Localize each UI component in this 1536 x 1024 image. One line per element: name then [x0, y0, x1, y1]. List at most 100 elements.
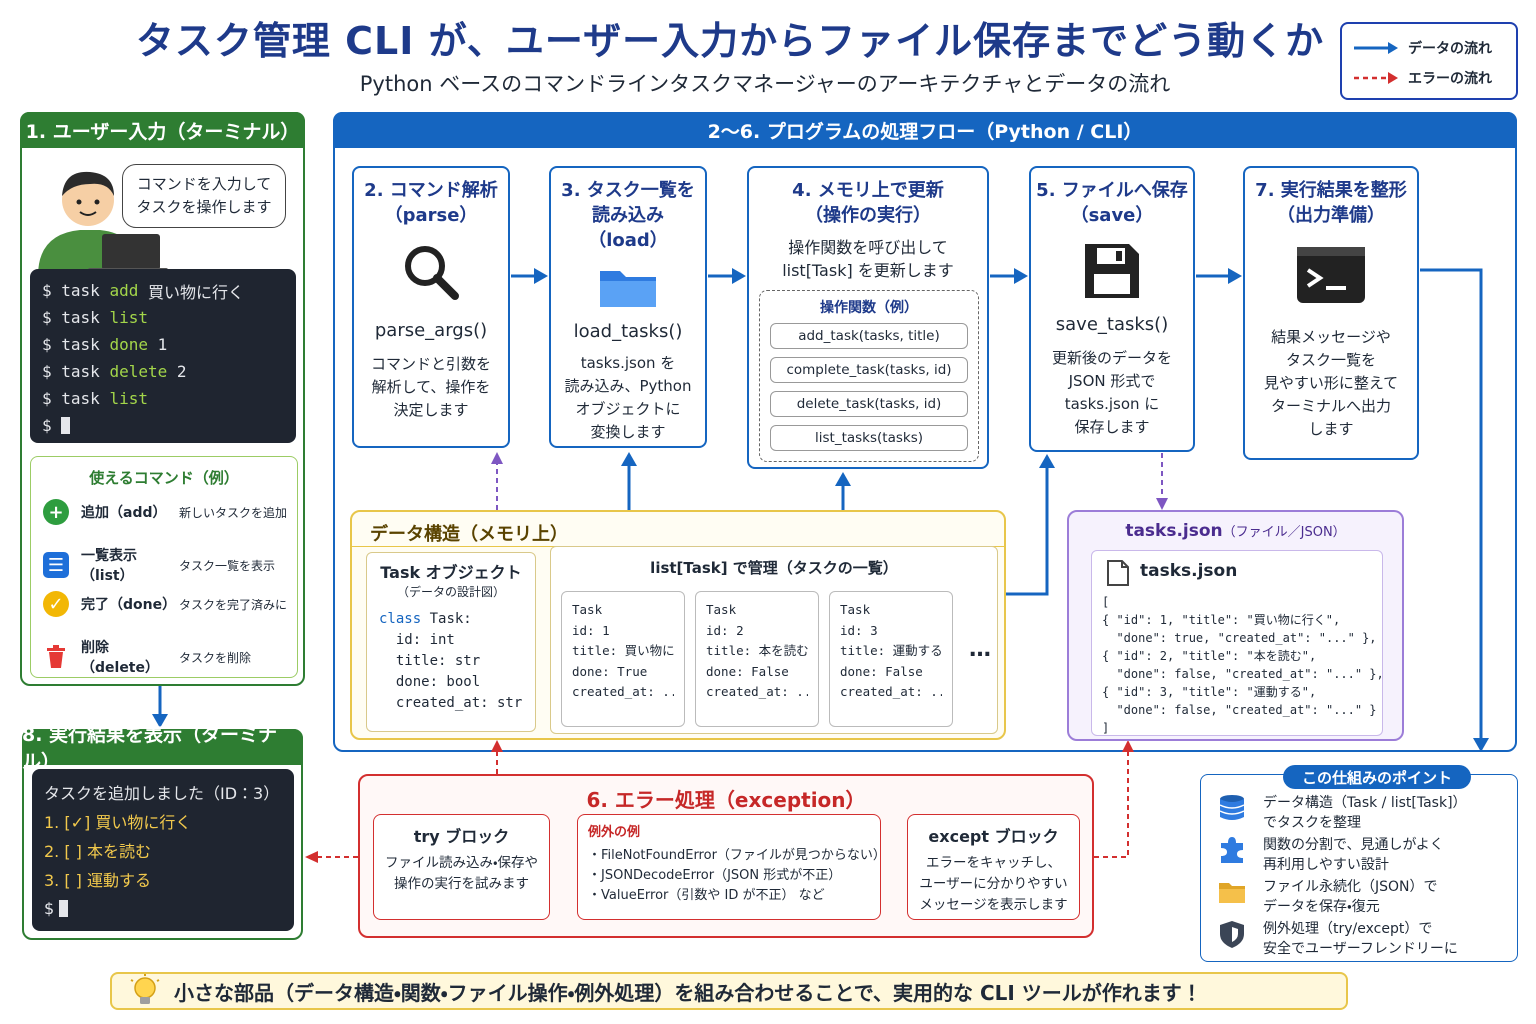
point-item: 関数の分割で、見通しがよく 再利用しやすい設計	[1217, 835, 1444, 875]
command-desc: タスクを完了済みに	[179, 597, 288, 612]
command-item: ☰一覧表示（list）タスク一覧を表示	[43, 545, 313, 585]
json-line: [	[1102, 595, 1110, 609]
json-content: [ { "id": 1, "title": "買い物に行く", "done": t…	[1102, 593, 1384, 737]
speech-bubble: コマンドを入力して タスクを操作します	[122, 164, 286, 228]
json-file-panel: tasks.json（ファイル／JSON） tasks.json [ { "id"…	[1067, 510, 1404, 741]
commands-box: 使えるコマンド（例） +追加（add）新しいタスクを追加☰一覧表示（list）タ…	[30, 456, 298, 678]
terminal-line: $ task done 1	[42, 335, 168, 354]
ops-title: 操作関数（例）	[820, 300, 918, 316]
arrow-data-to-save	[1006, 454, 1055, 596]
step-parse: 2. コマンド解析 （parse） parse_args() コマンドと引数を …	[352, 166, 510, 448]
folder-icon	[600, 271, 656, 307]
json-line: { "id": 2, "title": "本を読む",	[1102, 649, 1317, 663]
dashed-arrow-save-to-json	[1156, 453, 1168, 510]
exception-item: ・JSONDecodeError（JSON 形式が不正）	[588, 868, 842, 883]
legend-data-flow: データの流れ	[1354, 38, 1492, 58]
output-panel: 8. 実行結果を表示（ターミナル） タスクを追加しました（ID：3） 1. [✓…	[22, 724, 303, 940]
task-object-subtitle: （データの設計図）	[396, 585, 505, 599]
json-line: { "id": 1, "title": "買い物に行く",	[1102, 613, 1341, 627]
op-delete-task: delete_task(tasks, id)	[770, 391, 968, 417]
output-line: 2. [ ] 本を読む	[44, 841, 152, 861]
output-panel-title: 8. 実行結果を表示（ターミナル）	[22, 724, 303, 773]
page-subtitle: Python ベースのコマンドラインタスクマネージャーのアーキテクチャとデータの…	[359, 72, 1171, 96]
flow-panel-title: 2〜6. プログラムの処理フロー（Python / CLI）	[333, 112, 1517, 148]
points-panel: この仕組みのポイント データ構造（Task / list[Task]） でタスク…	[1200, 765, 1518, 962]
input-panel-title: 1. ユーザー入力（ターミナル）	[20, 112, 305, 148]
input-panel: 1. ユーザー入力（ターミナル） コマンドを入力して タスクを操作します $ t…	[20, 112, 305, 686]
command-desc: 新しいタスクを追加	[179, 505, 288, 520]
op-list-tasks: list_tasks(tasks)	[770, 425, 968, 451]
terminal-line: $ task delete 2	[42, 362, 187, 381]
command-desc: タスクを削除	[179, 650, 252, 665]
arrow-output-to-terminal	[1420, 268, 1489, 752]
terminal-line: $ task list	[42, 308, 148, 327]
arrow-data-to-update	[835, 472, 851, 510]
page-title: タスク管理 CLI が、ユーザー入力からファイル保存までどう動くか	[135, 19, 1325, 63]
error-panel: 6. エラー処理（exception） try ブロック ファイル読み込み・保存…	[358, 774, 1094, 938]
input-terminal: $ task add 買い物に行く $ task list $ task done …	[30, 269, 296, 443]
legend: データの流れ エラーの流れ	[1340, 22, 1518, 100]
json-panel-title: tasks.json（ファイル／JSON）	[1125, 521, 1346, 541]
task-class-code: class Task: id: int title: str done: boo…	[379, 611, 523, 711]
puzzle-icon	[1221, 837, 1243, 863]
error-title: 6. エラー処理（exception）	[586, 788, 866, 812]
command-name: 完了（done）	[81, 597, 177, 613]
command-item: ✓ 完了（done）タスクを完了済みに	[43, 591, 313, 617]
step-save: 5. ファイルへ保存 （save） save_tasks() 更新後のデータを …	[1029, 166, 1195, 452]
command-name: 追加（add）	[81, 505, 167, 521]
output-prompt: $	[44, 893, 282, 923]
footer-text: 小さな部品（データ構造・関数・ファイル操作・例外処理）を組み合わせることで、実用…	[174, 980, 1202, 1005]
file-icon	[1107, 560, 1129, 586]
command-item: 削除（delete）タスクを削除	[43, 637, 313, 677]
op-add-task: add_task(tasks, title)	[770, 323, 968, 349]
step-format-output: 7. 実行結果を整形 （出力準備） 結果メッセージや タスク一覧を 見やすい形に…	[1243, 166, 1419, 460]
step-load: 3. タスク一覧を 読み込み （load） load_tasks() tasks…	[549, 166, 707, 448]
data-structure-title: データ構造（メモリ上）	[370, 524, 568, 545]
terminal-icon	[1297, 247, 1365, 303]
lightbulb-icon	[130, 974, 160, 1004]
output-line: 3. [ ] 運動する	[44, 870, 152, 890]
point-item: ファイル永続化（JSON）で データを保存・復元	[1217, 877, 1438, 917]
trash-icon	[43, 644, 69, 670]
task-list-title: list[Task] で管理（タスクの一覧）	[650, 559, 898, 577]
terminal-prompt: $	[42, 412, 284, 439]
magnifier-icon	[405, 246, 459, 300]
arrow-load-to-update	[708, 268, 746, 284]
terminal-line: $ task add 買い物に行く	[42, 281, 244, 302]
terminal-line: $ task list	[42, 389, 148, 408]
red-dashed-arrow-icon	[1354, 72, 1398, 84]
point-item: 例外処理（try/except）で 安全でユーザーフレンドリーに	[1217, 919, 1458, 959]
dashed-arrow-data-to-parse	[491, 452, 503, 510]
shield-icon	[1220, 921, 1244, 948]
exception-item: ・ValueError（引数や ID が不正） など	[588, 888, 825, 903]
output-terminal: タスクを追加しました（ID：3） 1. [✓] 買い物に行く 2. [ ] 本を…	[32, 769, 294, 931]
error-arrow-to-json	[1094, 740, 1134, 858]
json-line: "done": true, "created_at": "..." },	[1102, 631, 1377, 645]
folder-icon	[1219, 883, 1245, 903]
json-line: "done": false, "created_at": "..." }	[1102, 703, 1377, 717]
point-item: データ構造（Task / list[Task]） でタスクを整理	[1217, 793, 1467, 833]
ops-box: 操作関数（例） add_task(tasks, title) complete_…	[759, 290, 979, 462]
list-icon: ☰	[43, 552, 69, 578]
footer-banner: 小さな部品（データ構造・関数・ファイル操作・例外処理）を組み合わせることで、実用…	[110, 972, 1348, 1010]
check-icon: ✓	[43, 591, 69, 617]
output-line: 1. [✓] 買い物に行く	[44, 812, 192, 832]
json-filename: tasks.json	[1140, 561, 1238, 581]
try-block: try ブロック ファイル読み込み・保存や 操作の実行を試みます	[373, 814, 550, 920]
arrow-parse-to-load	[511, 268, 548, 284]
arrow-save-to-output	[1196, 268, 1242, 284]
op-complete-task: complete_task(tasks, id)	[770, 357, 968, 383]
arrow-update-to-save	[990, 268, 1028, 284]
command-name: 一覧表示（list）	[81, 548, 137, 584]
json-file-card: tasks.json [ { "id": 1, "title": "買い物に行く"…	[1091, 550, 1384, 737]
commands-title: 使えるコマンド（例）	[89, 469, 239, 487]
output-line: タスクを追加しました（ID：3）	[44, 783, 280, 803]
arrow-input-to-output	[152, 686, 168, 728]
blue-arrow-icon	[1354, 42, 1398, 54]
command-item: +追加（add）新しいタスクを追加	[43, 499, 313, 525]
